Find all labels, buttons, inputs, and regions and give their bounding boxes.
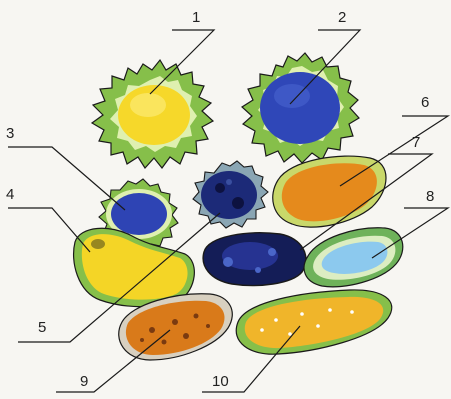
label-9: 9 [80, 373, 88, 390]
label-7: 7 [412, 134, 420, 151]
label-8: 8 [426, 188, 434, 205]
shape-4-yellow-bean [74, 228, 195, 306]
label-3: 3 [6, 125, 14, 142]
shape-1-yellow-shrub [92, 60, 213, 168]
shape-7-dark-blue-bean [203, 233, 306, 286]
label-6: 6 [421, 94, 429, 111]
label-1: 1 [192, 9, 200, 26]
shape-2-blue-shrub [242, 53, 359, 163]
label-5: 5 [38, 319, 46, 336]
label-2: 2 [338, 9, 346, 26]
shape-10-golden-oval [236, 290, 392, 354]
label-4: 4 [6, 186, 14, 203]
shape-5-dark-blue-shrub [193, 161, 268, 228]
label-10: 10 [212, 373, 229, 390]
leader-line-6 [340, 116, 448, 186]
